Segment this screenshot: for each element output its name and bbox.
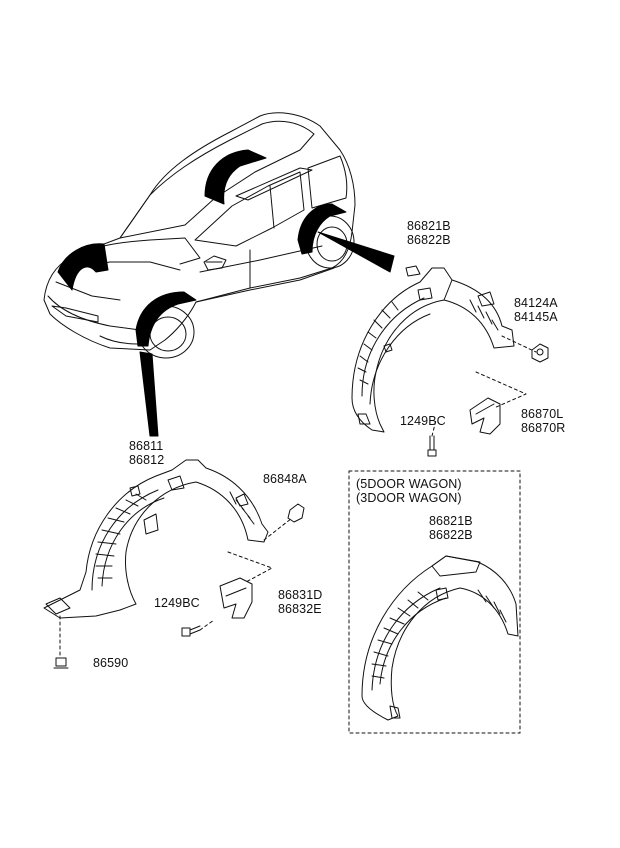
rear-liner-label: 86821B 86822B <box>407 219 451 247</box>
rear-nut-label: 84124A 84145A <box>514 296 558 324</box>
rear-screw-label: 1249BC <box>400 414 446 428</box>
front-wheel-liner <box>43 459 269 619</box>
front-mudguard-label: 86831D 86832E <box>278 588 323 616</box>
liner-highlights <box>57 149 347 347</box>
variant-box-title: (5DOOR WAGON) (3DOOR WAGON) <box>356 477 462 505</box>
leader-wedges <box>139 231 395 437</box>
variant-liner-label: 86821B 86822B <box>429 514 473 542</box>
front-screw-part <box>181 625 201 637</box>
front-clip-part <box>287 503 305 523</box>
rear-mudguard-part <box>469 397 501 435</box>
rear-nut-part <box>531 343 549 363</box>
front-mudguard-part <box>219 577 253 619</box>
rear-dashed-leaders <box>431 335 537 437</box>
variant-liner <box>361 555 519 721</box>
front-bolt-part <box>53 657 69 669</box>
front-dashed-leaders <box>59 517 293 657</box>
rear-screw-part <box>427 435 437 457</box>
rear-wheel-liner <box>351 265 515 433</box>
front-bolt-label: 86590 <box>93 656 129 670</box>
front-clip-label: 86848A <box>263 472 307 486</box>
variant-box-border <box>348 470 521 734</box>
rear-mudguard-label: 86870L 86870R <box>521 407 566 435</box>
front-liner-label: 86811 86812 <box>129 439 165 467</box>
front-screw-label: 1249BC <box>154 596 200 610</box>
